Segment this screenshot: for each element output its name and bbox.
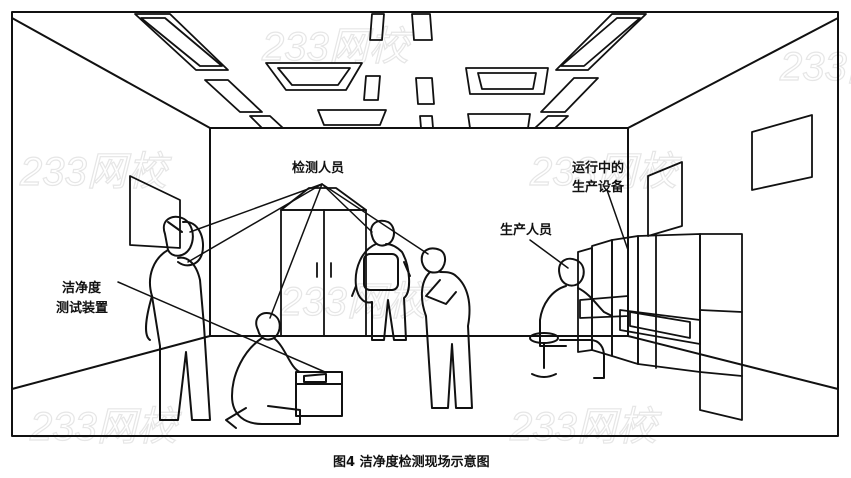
ceiling-lights (134, 13, 647, 129)
label-production-staff: 生产人员 (500, 222, 552, 238)
label-test-device-line1: 洁净度 (62, 280, 102, 296)
floor-left-edge (11, 335, 211, 390)
back-wall (209, 127, 629, 337)
watermark: 233网校 (29, 405, 182, 449)
staff-pointer-line (529, 239, 569, 269)
inspector-pointer-lines (187, 183, 429, 319)
label-test-device-line2: 测试装置 (56, 300, 108, 316)
watermark: 233网校 (779, 45, 851, 89)
figure-caption: 图4 洁净度检测现场示意图 (333, 454, 490, 470)
inspector-back-figure (351, 219, 411, 341)
label-running-equipment-line2: 生产设备 (572, 179, 625, 195)
watermark-group: 233网校 233网校 233网校 233网校 233网校 233网校 233网… (18, 24, 851, 449)
ceiling-left-edge (11, 17, 211, 129)
floor-right-edge (627, 335, 839, 390)
equipment-pointer-line (606, 189, 629, 251)
right-wall-board-top (751, 114, 813, 191)
watermark: 233网校 (19, 150, 172, 194)
right-wall-board-mid (647, 161, 683, 237)
production-worker-figure (529, 257, 613, 379)
watermark: 233网校 (509, 405, 662, 449)
door (280, 187, 367, 337)
watermark: 233网校 (261, 25, 414, 69)
inspector-crouching-figure (225, 312, 343, 429)
production-equipment (577, 233, 743, 421)
label-inspectors: 检测人员 (292, 160, 344, 176)
label-running-equipment-line1: 运行中的 (572, 160, 624, 176)
left-wall-board (129, 175, 181, 249)
inspector-left-figure (145, 215, 211, 421)
room-frame (11, 11, 839, 437)
inspector-right-figure (420, 247, 473, 409)
ceiling-right-edge (627, 17, 839, 129)
